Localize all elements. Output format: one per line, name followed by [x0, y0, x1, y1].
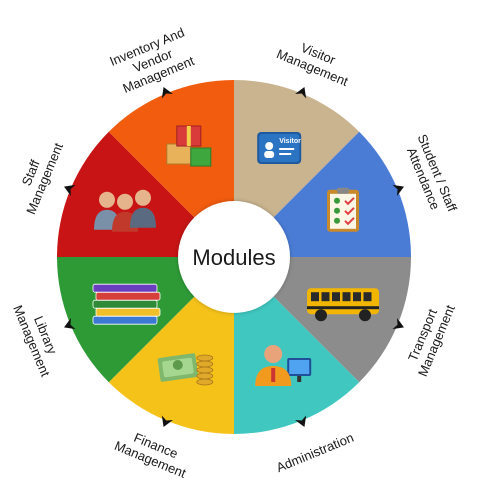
label-staff: StaffManagement [9, 135, 66, 217]
center-circle [178, 201, 290, 313]
administrator-icon [255, 345, 312, 386]
label-library: LibraryManagement [10, 297, 67, 379]
books-stack-icon [92, 283, 161, 325]
clipboard-checklist-icon [327, 187, 359, 232]
label-administration: Administration [274, 430, 356, 475]
arrow-administration-icon [295, 415, 307, 427]
money-coins-icon [157, 353, 214, 386]
visitor-badge-text: Visitor [279, 138, 301, 145]
school-bus-icon [307, 288, 379, 322]
arrow-visitor-icon [295, 87, 307, 99]
staff-group-icon [94, 189, 156, 232]
label-finance: FinanceManagement [112, 424, 194, 481]
label-attendance: Student / StaffAttendance [401, 132, 460, 220]
arrow-transport-icon [392, 318, 404, 330]
label-administration-line: Administration [274, 430, 356, 475]
visitor-badge-icon: Visitor [257, 132, 302, 164]
inventory-boxes-icon [166, 125, 212, 167]
center-title: Modules [192, 245, 275, 270]
label-visitor: VisitorManagement [274, 32, 356, 89]
label-inventory: Inventory AndVendorManagement [107, 25, 198, 97]
arrow-finance-icon [161, 415, 173, 427]
arrow-attendance-icon [392, 184, 404, 196]
label-transport: TransportManagement [401, 297, 458, 379]
arrow-library-icon [64, 318, 76, 330]
arrow-staff-icon [64, 184, 76, 196]
arrow-inventory-icon [161, 87, 173, 99]
